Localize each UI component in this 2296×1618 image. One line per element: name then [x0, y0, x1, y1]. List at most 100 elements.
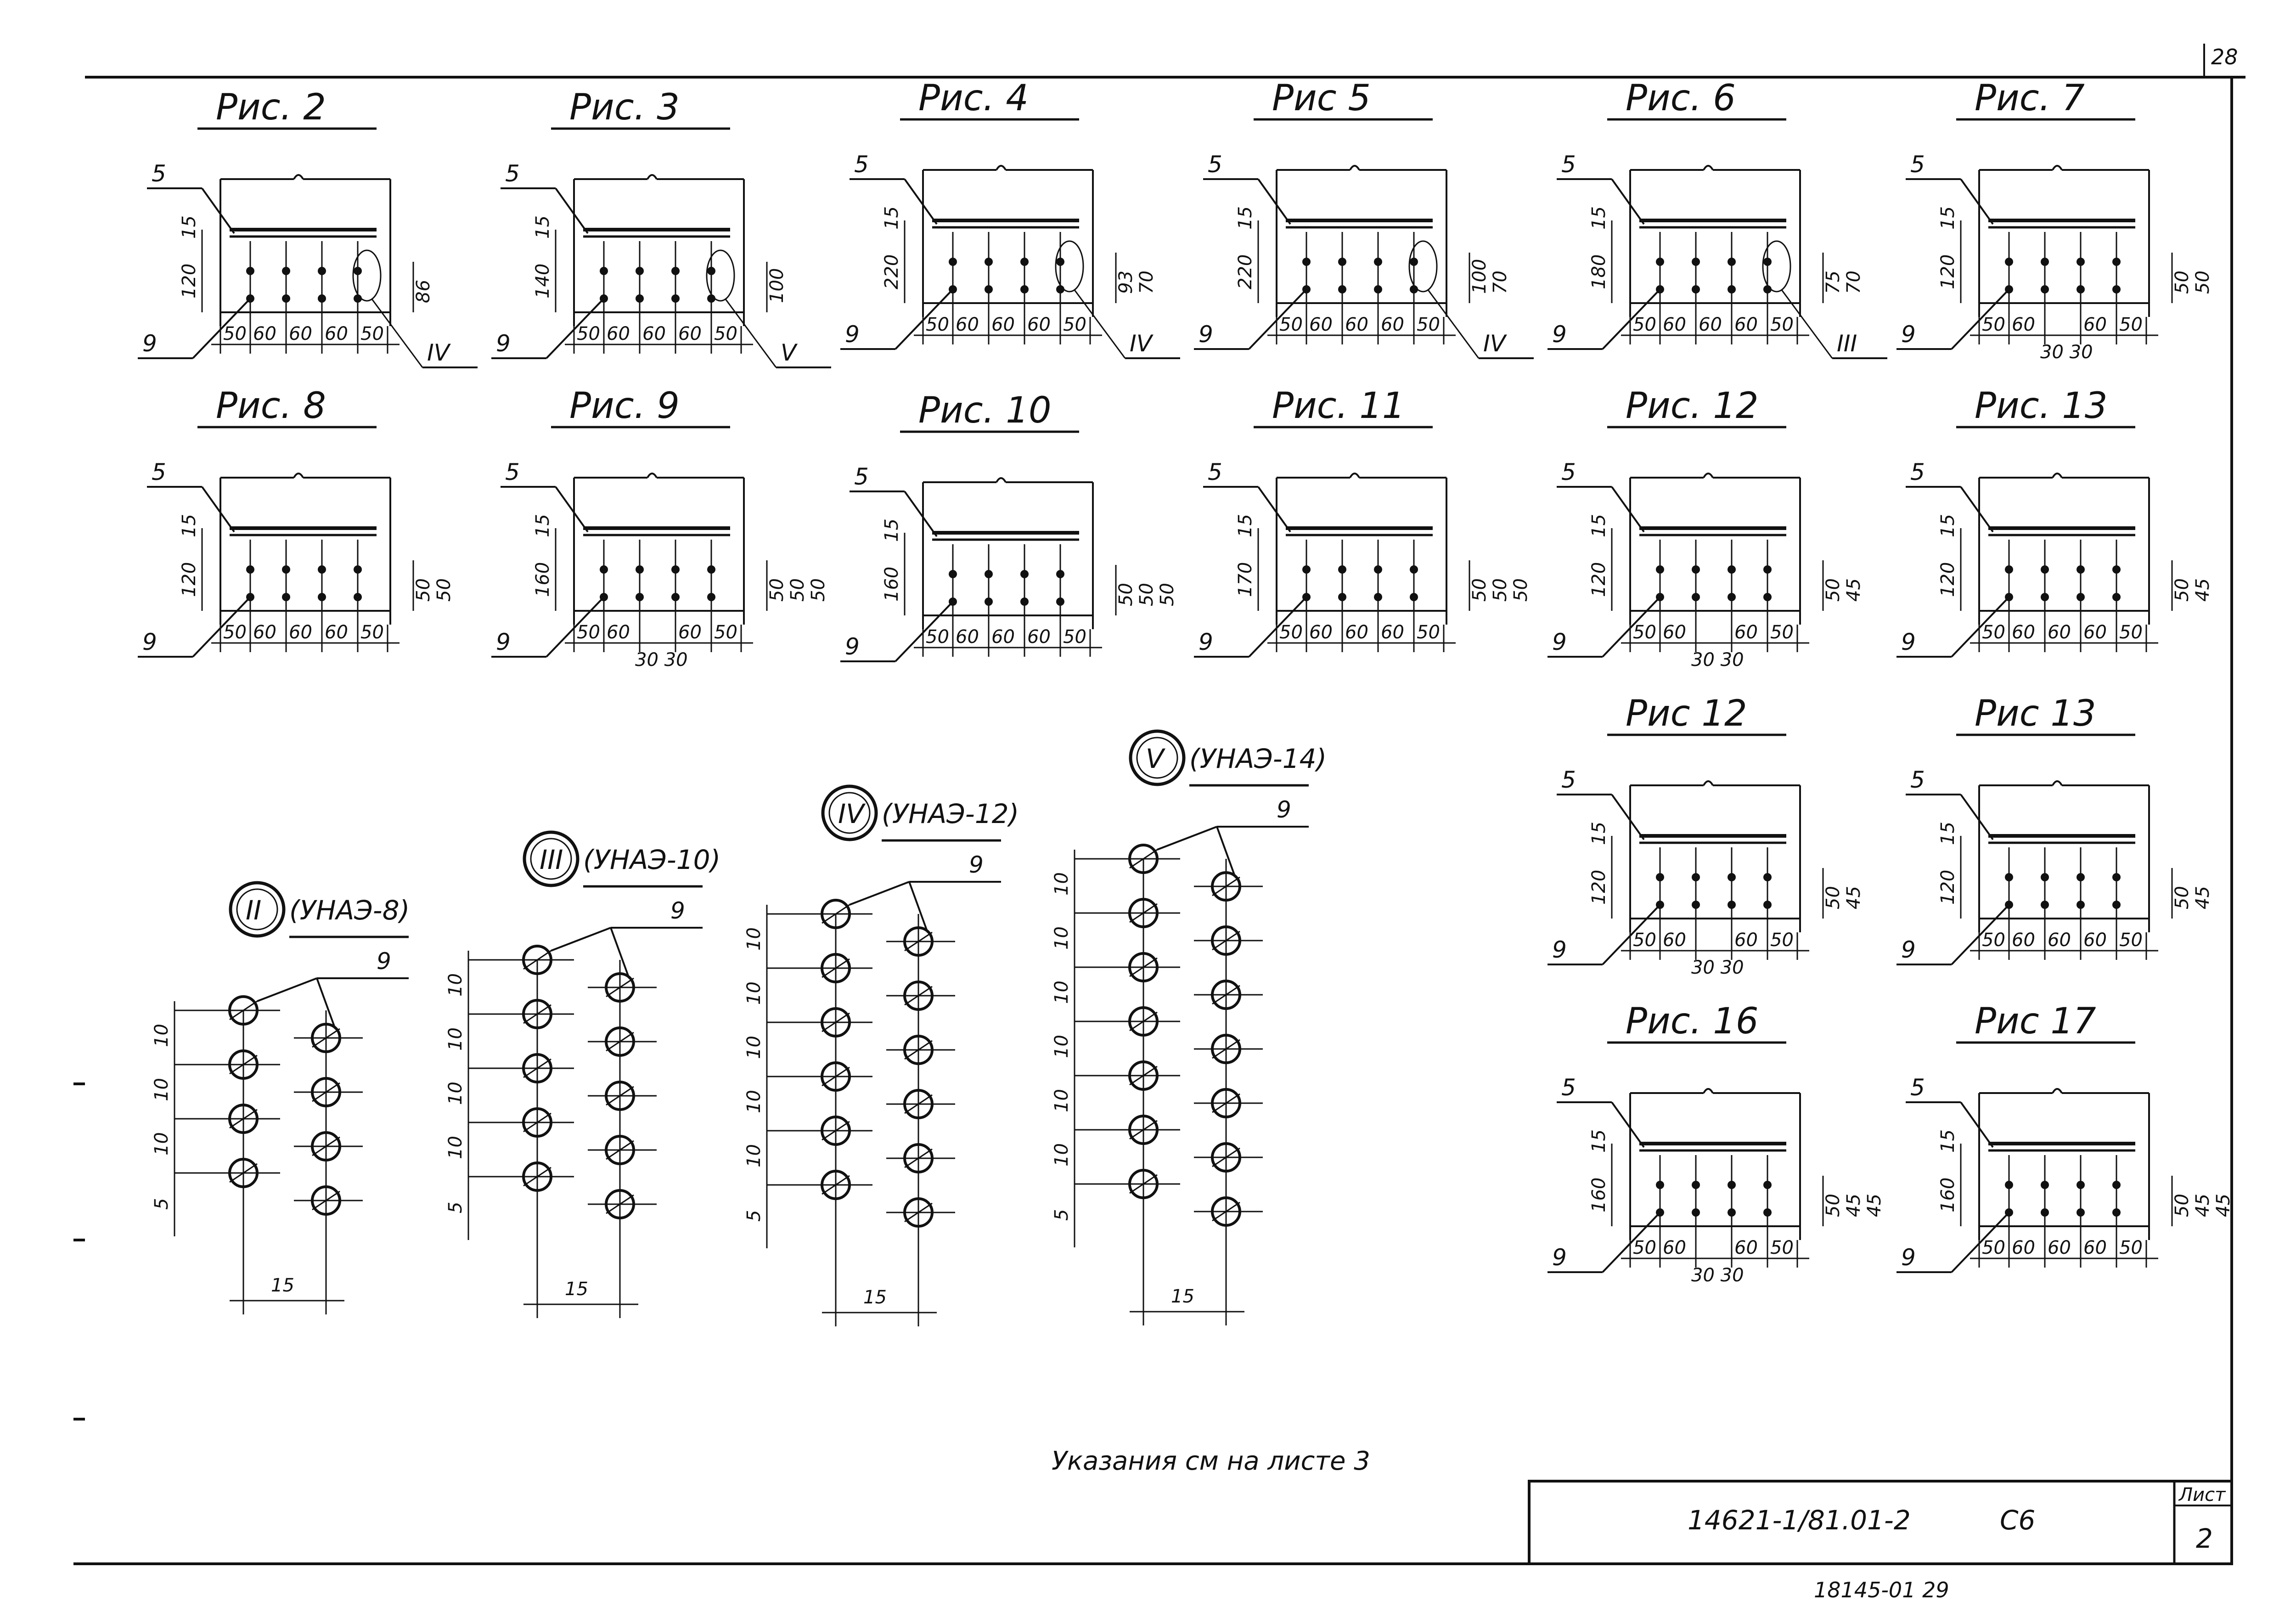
rod-dot: [2112, 1181, 2121, 1189]
rod-dot: [985, 598, 993, 606]
sheet-number: 2: [2196, 1523, 2213, 1554]
dim-label-v: 15: [1937, 1129, 1958, 1153]
dim-label-h: 50: [926, 626, 949, 648]
dim-label-v: 15: [1588, 822, 1609, 845]
callout-9: 9: [1552, 321, 1567, 348]
dim-label-h: 60: [289, 622, 312, 643]
dim-label-h: 60: [1309, 314, 1333, 335]
dim-label-v: 15: [1588, 514, 1609, 537]
detail-ellipse: [706, 249, 735, 302]
lifting-loop: [293, 473, 304, 479]
dim-label-h: 50: [1279, 622, 1303, 643]
figure-title: Рис. 11: [1272, 385, 1405, 427]
rod-dot: [1728, 593, 1736, 601]
rod-dot: [246, 267, 254, 275]
dim-label-v: 50: [1823, 1194, 1844, 1217]
callout-leader: [1951, 596, 2010, 658]
callout-5: 5: [1910, 767, 1925, 793]
rod-dot: [707, 267, 715, 275]
dim-label-v: 50: [2172, 1194, 2193, 1217]
callout-leader: [201, 486, 235, 533]
dim-label-h: 60: [991, 626, 1015, 648]
callout-leader: [1611, 794, 1645, 840]
dim-label-v: 70: [1490, 271, 1511, 294]
dim-label-h: 50: [2119, 314, 2143, 335]
callout-leader: [1960, 486, 1994, 533]
detail-ellipse: [1762, 240, 1791, 293]
rod-dot: [1374, 285, 1382, 293]
callout-leader: [1951, 1212, 2010, 1273]
dim-label-v: 120: [1937, 562, 1958, 597]
detail-ellipse: [1408, 240, 1438, 293]
rod-dot: [1728, 1208, 1736, 1217]
rod-dot: [636, 593, 644, 601]
rod-dot: [636, 565, 644, 574]
detail-roman: V: [1146, 743, 1166, 774]
dim-label-h: 50: [1770, 1237, 1794, 1258]
dim-label-v: 50: [1490, 578, 1511, 602]
corner-sheet-number: 28: [2211, 45, 2238, 69]
detail-leader: [1780, 289, 1833, 359]
dim-label-v: 86: [413, 280, 434, 303]
dim-label-v: 45: [2192, 578, 2213, 602]
dim-label-sub: 30 30: [2040, 342, 2093, 363]
dim-label-h: 50: [1770, 622, 1794, 643]
callout-leader: [1216, 826, 1236, 878]
dim-label-v: 45: [1843, 886, 1864, 909]
rod-dot: [1763, 873, 1772, 881]
rod-dot: [707, 593, 715, 601]
figure-title: Рис. 16: [1626, 1001, 1758, 1042]
callout-leader: [1960, 794, 1994, 840]
callout-9: 9: [496, 330, 511, 357]
dim-label-v: 10: [151, 1078, 172, 1101]
rod-dot: [1302, 565, 1311, 574]
callout-leader: [1602, 596, 1661, 658]
dim-label-v: 10: [445, 1136, 466, 1159]
detail-circle-inner: [530, 838, 572, 880]
dim-label-sub: 30 30: [1691, 649, 1744, 671]
callout-leader: [555, 486, 589, 533]
figure-title: Рис 13: [1975, 693, 2096, 734]
detail-name: (УНАЭ-10): [583, 844, 720, 875]
rod-dot: [2077, 873, 2085, 881]
rod-dot: [354, 565, 362, 574]
sheet-label: Лист: [2178, 1484, 2226, 1505]
dim-label-h: 50: [223, 622, 247, 643]
rod-dot: [2041, 873, 2049, 881]
dim-label-v: 220: [881, 254, 902, 289]
dim-label-h: 60: [2012, 1237, 2035, 1258]
rod-dot: [1728, 1181, 1736, 1189]
rod-dot: [282, 267, 290, 275]
dim-label-v: 50: [1157, 583, 1178, 606]
rod-dot: [318, 294, 326, 303]
dim-label-v: 50: [1469, 578, 1490, 602]
detail-roman: III: [540, 844, 563, 875]
dim-label-h: 60: [2083, 1237, 2107, 1258]
callout-leader: [1248, 288, 1307, 350]
dim-label-v: 15: [1937, 206, 1958, 230]
rod-dot: [985, 285, 993, 293]
dim-label-v: 93: [1115, 271, 1137, 294]
document-code: 14621-1/81.01-2: [1688, 1505, 1911, 1536]
rod-dot: [2112, 873, 2121, 881]
dim-label-h: 60: [325, 622, 348, 643]
callout-leader: [1951, 904, 2010, 965]
dim-label-v: 160: [881, 567, 902, 602]
callout-5: 5: [505, 160, 520, 187]
dim-label-v: 50: [1136, 583, 1157, 606]
lifting-loop: [996, 477, 1007, 483]
callout-leader: [1611, 1101, 1645, 1148]
figure-title: Рис 17: [1975, 1001, 2096, 1042]
dim-label-v: 10: [743, 1036, 765, 1059]
lifting-loop: [647, 174, 658, 180]
dim-label-v: 220: [1235, 254, 1256, 289]
detail-ellipse: [1055, 240, 1084, 293]
dim-label-h: 60: [956, 626, 979, 648]
callout-5: 5: [1561, 1074, 1576, 1101]
